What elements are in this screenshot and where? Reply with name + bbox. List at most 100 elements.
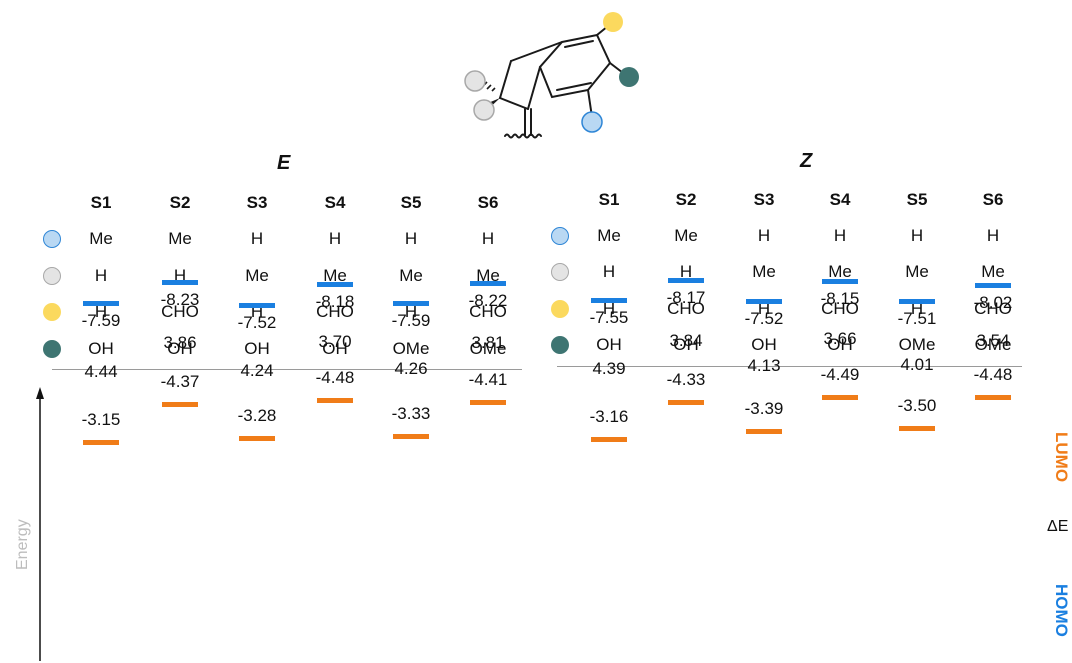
energy-gap-value: 4.44 [84,362,118,382]
column-header: S3 [246,193,268,212]
homo-energy-value: -8.18 [315,292,355,312]
indanone-scaffold-structure [464,12,639,139]
lumo-level-bar [899,426,935,431]
blue-circle-icon [551,227,569,245]
blue-circle-icon [581,111,603,133]
table-cell: Me [828,262,852,281]
lumo-energy-value: -4.33 [666,369,706,389]
table-cell: OH [827,335,853,354]
table-cell: CHO [316,302,354,321]
energy-gap-value: 4.26 [394,359,428,379]
lumo-level-bar [470,400,506,406]
lumo-energy-value: -3.15 [81,410,121,429]
lumo-energy-value: -3.39 [744,399,784,419]
yellow-circle-icon [43,303,61,321]
table-cell: H [404,229,418,248]
table-cell: CHO [821,299,859,318]
homo-level-bar [899,299,935,305]
column-header: S2 [169,193,191,212]
homo-energy-value: -7.51 [897,309,937,329]
panel-title: Z [800,150,813,172]
table-cell: CHO [974,299,1012,318]
table-cell: CHO [469,302,507,321]
table-cell: OH [322,339,348,358]
gap-side-label: ΔE [1047,518,1069,535]
column-header: S4 [324,193,346,212]
table-cell: Me [752,262,776,281]
homo-level-bar [591,297,627,303]
homo-side-label: HOMO [1052,584,1071,637]
table-cell: OMe [974,335,1012,354]
homo-level-bar [668,278,704,284]
lumo-level-bar [317,398,353,404]
table-cell: OH [673,335,699,354]
lumo-energy-value: -3.28 [237,405,277,425]
grey-circle-icon [464,70,486,92]
lumo-level-bar [591,436,627,442]
table-cell: Me [323,266,347,285]
homo-energy-value: -7.52 [237,312,277,332]
table-cell: OH [751,335,777,354]
table-cell: Me [905,262,929,281]
homo-energy-value: -8.23 [160,290,200,310]
column-header: S1 [90,193,112,212]
energy-gap-value: 4.01 [900,354,934,374]
homo-energy-value: -8.02 [973,293,1013,313]
table-cell: H [986,226,1000,245]
energy-gap-value: 3.86 [163,333,197,353]
table-cell: Me [674,226,698,245]
lumo-level-bar [668,399,704,405]
homo-level-bar [162,280,198,286]
energy-gap-value: 4.24 [240,361,274,381]
table-cell: Me [476,266,500,285]
energy-axis [36,387,44,661]
homo-level-bar [746,298,782,304]
energy-gap-value: 3.84 [669,331,703,351]
energy-gap-value: 3.66 [823,328,857,348]
energy-gap-value: 3.54 [976,331,1010,351]
lumo-level-bar [975,395,1011,401]
homo-level-bar [393,300,429,306]
table-cell: H [250,229,264,248]
table-cell: H [404,302,418,321]
column-header: S6 [982,190,1004,209]
energy-gap-value: 4.13 [747,356,781,376]
lumo-energy-value: -3.16 [589,406,629,426]
table-cell: H [602,262,616,281]
lumo-level-bar [393,434,429,440]
table-cell: H [94,302,108,321]
lumo-side-label: LUMO [1052,432,1071,483]
table-cell: H [833,226,847,245]
lumo-energy-value: -3.50 [897,396,937,415]
panel-title: E [277,152,291,174]
homo-energy-value: -7.52 [744,308,784,328]
homo-energy-value: -7.55 [589,307,629,327]
table-cell: OH [596,335,622,354]
lumo-energy-value: -4.49 [820,364,860,384]
column-header: S5 [906,190,928,209]
table-cell: H [328,229,342,248]
lumo-energy-value: -4.48 [315,368,355,388]
column-header: S4 [829,190,851,209]
table-cell: OMe [898,335,936,354]
table-cell: H [757,226,771,245]
yellow-circle-icon [603,12,623,32]
homo-energy-value: -7.59 [391,310,431,330]
grey-circle-icon [551,263,569,281]
teal-circle-icon [619,67,639,87]
homo-energy-value: -8.17 [666,288,706,308]
energy-gap-value: 3.81 [471,332,505,352]
grey-circle-icon [43,267,61,285]
homo-level-bar [822,279,858,284]
homo-level-bar [975,283,1011,289]
lumo-level-bar [746,429,782,435]
teal-circle-icon [43,340,61,358]
table-cell: Me [399,266,423,285]
lumo-level-bar [239,435,275,441]
lumo-level-bar [83,440,119,445]
table-cell: OMe [392,339,430,358]
homo-level-bar [83,300,119,306]
table-cell: H [173,266,187,285]
column-header: S2 [675,190,697,209]
